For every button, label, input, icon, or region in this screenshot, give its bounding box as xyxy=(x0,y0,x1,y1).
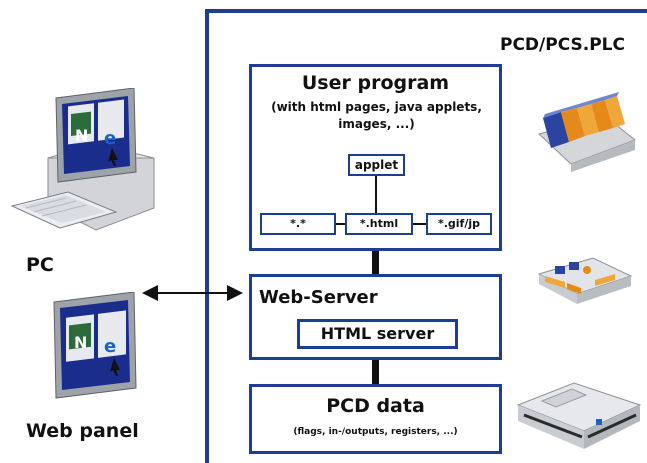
file-link-right xyxy=(413,223,426,225)
user-program-box: User program (with html pages, java appl… xyxy=(249,64,502,251)
plc-rack-device-icon xyxy=(538,92,636,172)
bidirectional-arrow xyxy=(142,285,243,301)
plc-compact-device-icon xyxy=(537,257,633,304)
pcd-data-title: PCD data xyxy=(326,395,425,417)
file-link-left xyxy=(336,223,345,225)
pc-computer-icon: N e xyxy=(10,88,155,231)
file-box-html: *.html xyxy=(345,213,413,235)
svg-text:e: e xyxy=(104,336,116,357)
pcd-data-subtitle: (flags, in-/outputs, registers, ...) xyxy=(293,427,458,437)
web-server-box: Web-Server HTML server xyxy=(249,274,502,360)
file-label-all: *.* xyxy=(290,217,306,230)
plc-frame-left xyxy=(205,9,209,463)
svg-text:N: N xyxy=(75,126,88,145)
plc-title: PCD/PCS.PLC xyxy=(500,35,625,55)
connector-program-server xyxy=(372,251,379,274)
user-program-title: User program xyxy=(301,72,450,94)
html-server-label: HTML server xyxy=(320,324,435,343)
web-panel-label: Web panel xyxy=(26,420,139,442)
file-label-gif: *.gif/jp xyxy=(437,217,481,230)
file-box-gif: *.gif/jp xyxy=(426,213,492,235)
plc-frame-top xyxy=(205,9,647,13)
file-box-all: *.* xyxy=(260,213,336,235)
user-program-subtitle: (with html pages, java applets, images, … xyxy=(271,100,482,131)
connector-server-data xyxy=(372,360,379,384)
pcd-data-box: PCD data (flags, in-/outputs, registers,… xyxy=(249,384,502,454)
svg-text:N: N xyxy=(74,333,87,352)
plc-panel-device-icon xyxy=(516,382,642,449)
applet-box: applet xyxy=(348,154,405,176)
applet-label: applet xyxy=(354,158,399,172)
web-panel-icon: N e xyxy=(53,292,137,399)
pc-label: PC xyxy=(26,254,54,276)
html-server-box: HTML server xyxy=(297,319,458,349)
file-label-html: *.html xyxy=(359,217,399,230)
web-server-title: Web-Server xyxy=(259,287,378,308)
applet-connector xyxy=(375,176,377,213)
svg-text:e: e xyxy=(104,128,116,149)
